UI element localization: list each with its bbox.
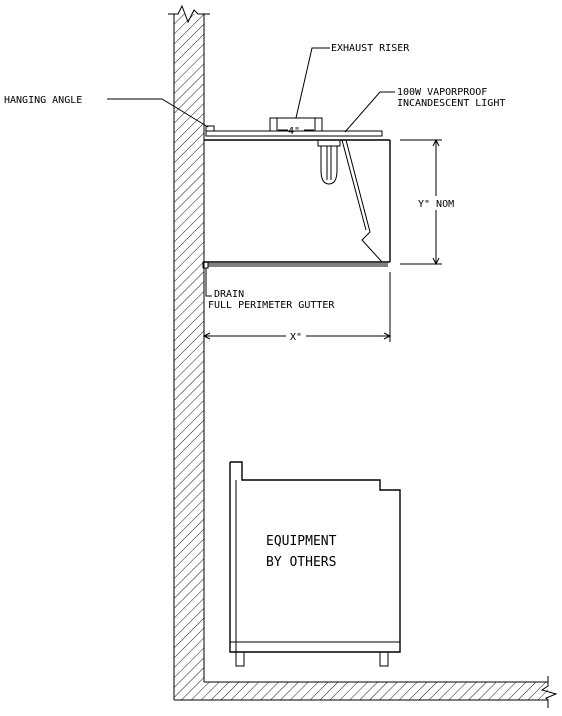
label-drain: DRAIN (214, 289, 244, 300)
label-light-line2: INCANDESCENT LIGHT (397, 98, 505, 109)
light-fixture (317, 139, 341, 185)
equipment (229, 461, 401, 667)
label-riser-size: 4" (288, 126, 300, 137)
floor-break-right (540, 676, 558, 708)
dimension-x (202, 272, 392, 342)
label-height-dim: Y" NOM (418, 199, 454, 210)
dimension-y (400, 138, 442, 266)
label-equipment-line1: EQUIPMENT (266, 534, 337, 549)
label-hanging-angle: HANGING ANGLE (4, 95, 82, 106)
label-gutter: FULL PERIMETER GUTTER (208, 300, 335, 311)
label-light-line1: 100W VAPORPROOF (397, 87, 487, 98)
leaders (107, 47, 395, 297)
wall (173, 14, 548, 701)
wall-break-top (168, 4, 210, 24)
label-width-dim: X" (290, 332, 302, 343)
hanging-angle-bracket (205, 125, 215, 131)
label-exhaust-riser: EXHAUST RISER (331, 43, 410, 54)
hood-body (202, 130, 391, 269)
label-equipment-line2: BY OTHERS (266, 555, 336, 570)
